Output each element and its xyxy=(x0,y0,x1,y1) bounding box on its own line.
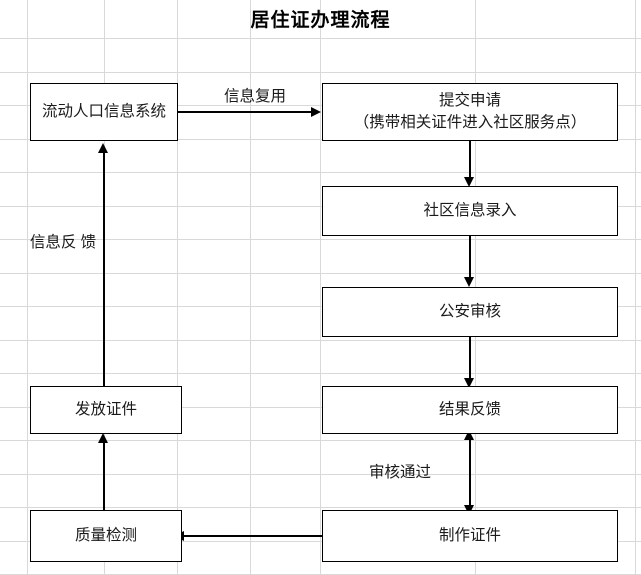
edge-label-review-passed-text: 审核通过 xyxy=(368,464,431,481)
node-floating-population-system-label: 流动人口信息系统 xyxy=(41,102,166,120)
node-make-certificate[interactable]: 制作证件 xyxy=(322,510,618,562)
node-community-info-entry-label: 社区信息录入 xyxy=(423,201,517,219)
node-submit-application-line1: 提交申请 xyxy=(438,91,501,109)
node-submit-application[interactable]: 提交申请 （携带相关证件进入社区服务点） xyxy=(322,83,618,141)
node-quality-inspection-label: 质量检测 xyxy=(74,526,137,544)
node-police-review[interactable]: 公安审核 xyxy=(322,287,618,337)
node-result-feedback[interactable]: 结果反馈 xyxy=(322,386,618,434)
node-police-review-label: 公安审核 xyxy=(438,302,501,320)
node-result-feedback-label: 结果反馈 xyxy=(438,400,501,418)
node-community-info-entry[interactable]: 社区信息录入 xyxy=(322,186,618,236)
edge-label-info-feedback-line2: 馈 xyxy=(80,234,97,251)
edge-label-info-reuse: 信息复用 xyxy=(200,86,310,108)
node-floating-population-system[interactable]: 流动人口信息系统 xyxy=(30,83,178,141)
node-make-certificate-label: 制作证件 xyxy=(438,526,501,544)
node-submit-application-line2: （携带相关证件进入社区服务点） xyxy=(353,114,587,131)
edge-label-info-feedback: 信息反 馈 xyxy=(28,232,98,254)
node-quality-inspection[interactable]: 质量检测 xyxy=(30,510,182,562)
edge-label-review-passed: 审核通过 xyxy=(345,462,455,484)
node-issue-certificate-label: 发放证件 xyxy=(74,400,137,418)
chart-title: 居住证办理流程 xyxy=(250,9,391,31)
node-issue-certificate[interactable]: 发放证件 xyxy=(30,386,182,434)
node-submit-application-label: 提交申请 （携带相关证件进入社区服务点） xyxy=(327,90,613,135)
edge-label-info-feedback-line1: 信息反 xyxy=(29,234,77,251)
edge-label-info-reuse-text: 信息复用 xyxy=(223,88,286,105)
